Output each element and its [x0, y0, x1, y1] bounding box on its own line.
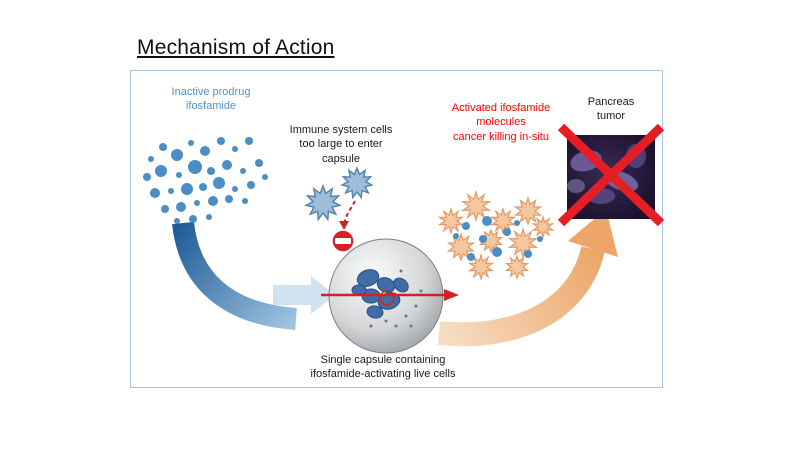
- entry-block-arrow: [273, 276, 335, 314]
- blocked-path-arrow: [339, 200, 356, 230]
- highlight-ring-icon: [379, 290, 395, 306]
- capsule-speckles: [369, 269, 423, 328]
- diagram-frame: Inactive prodrug ifosfamide Immune syste…: [130, 70, 664, 388]
- pancreas-tumor-label: Pancreas tumor: [587, 96, 635, 123]
- blue-flow-arrow: [172, 221, 297, 330]
- inactive-prodrug-label: Inactive prodrug ifosfamide: [171, 86, 251, 113]
- pass-through-arrow: [321, 289, 459, 301]
- activated-ifosfamide-label: Activated ifosfamide molecules cancer ki…: [451, 102, 551, 143]
- orange-flow-arrow: [437, 209, 618, 347]
- prodrug-molecules-cluster: [143, 137, 268, 224]
- immune-cells-label: Immune system cells too large to enter c…: [289, 124, 393, 165]
- no-entry-icon: [331, 229, 355, 253]
- diagram-canvas: [143, 123, 664, 354]
- red-x-icon: [557, 123, 664, 227]
- capsule-caption-label: Single capsule containing ifosfamide-act…: [310, 354, 456, 381]
- activated-molecules-cluster: [437, 189, 555, 282]
- immune-cells-icon: [304, 165, 374, 222]
- page-title: Mechanism of Action: [137, 36, 335, 59]
- capsule-inner-cells: [351, 269, 409, 319]
